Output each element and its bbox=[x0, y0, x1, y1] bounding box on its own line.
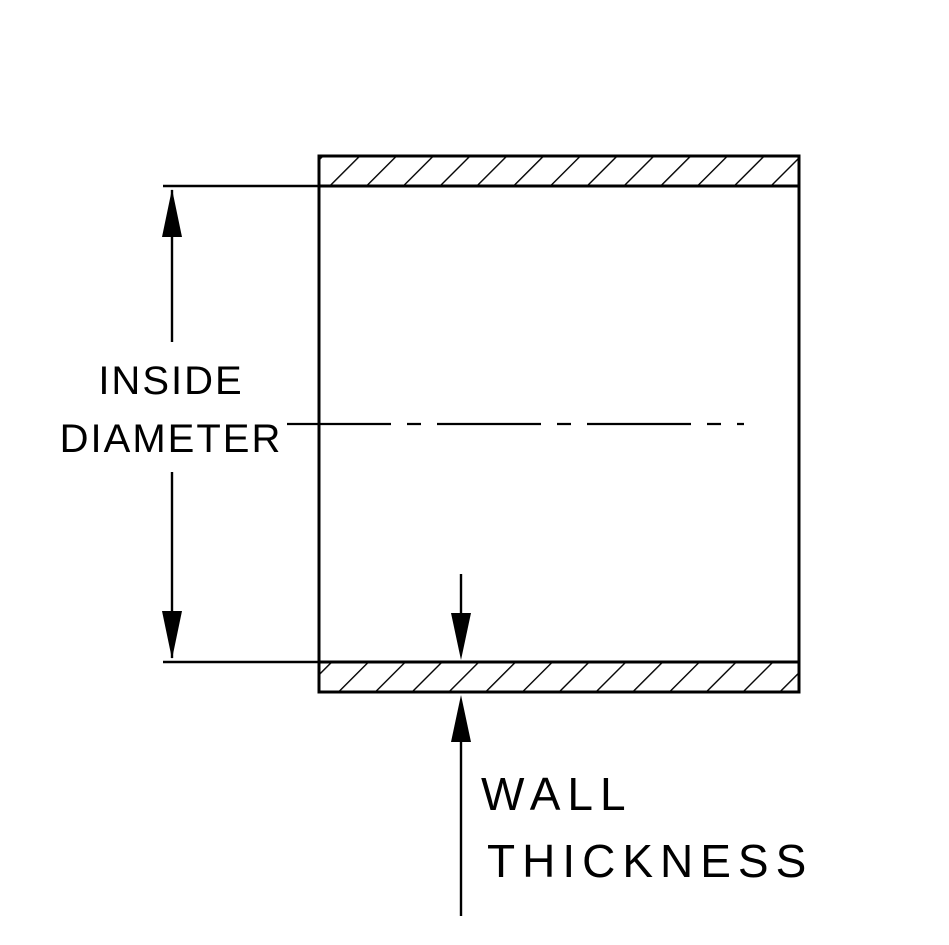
wall-thickness-label-line1: WALL bbox=[481, 768, 633, 820]
up-arrow-icon bbox=[162, 189, 182, 237]
inside-diameter-label-line2: DIAMETER bbox=[60, 417, 283, 461]
inside-diameter-dimension: INSIDE DIAMETER bbox=[60, 184, 319, 664]
top-wall-hatch bbox=[317, 154, 801, 188]
wall-up-arrow-icon bbox=[451, 695, 471, 742]
wall-thickness-dimension: WALL THICKNESS bbox=[451, 574, 813, 916]
bottom-wall-hatch bbox=[317, 660, 801, 694]
tube-body bbox=[317, 154, 801, 694]
wall-thickness-label-line2: THICKNESS bbox=[487, 835, 813, 887]
down-arrow-icon bbox=[162, 611, 182, 659]
inside-diameter-label-line1: INSIDE bbox=[98, 359, 243, 403]
wall-down-arrow-icon bbox=[451, 613, 471, 660]
